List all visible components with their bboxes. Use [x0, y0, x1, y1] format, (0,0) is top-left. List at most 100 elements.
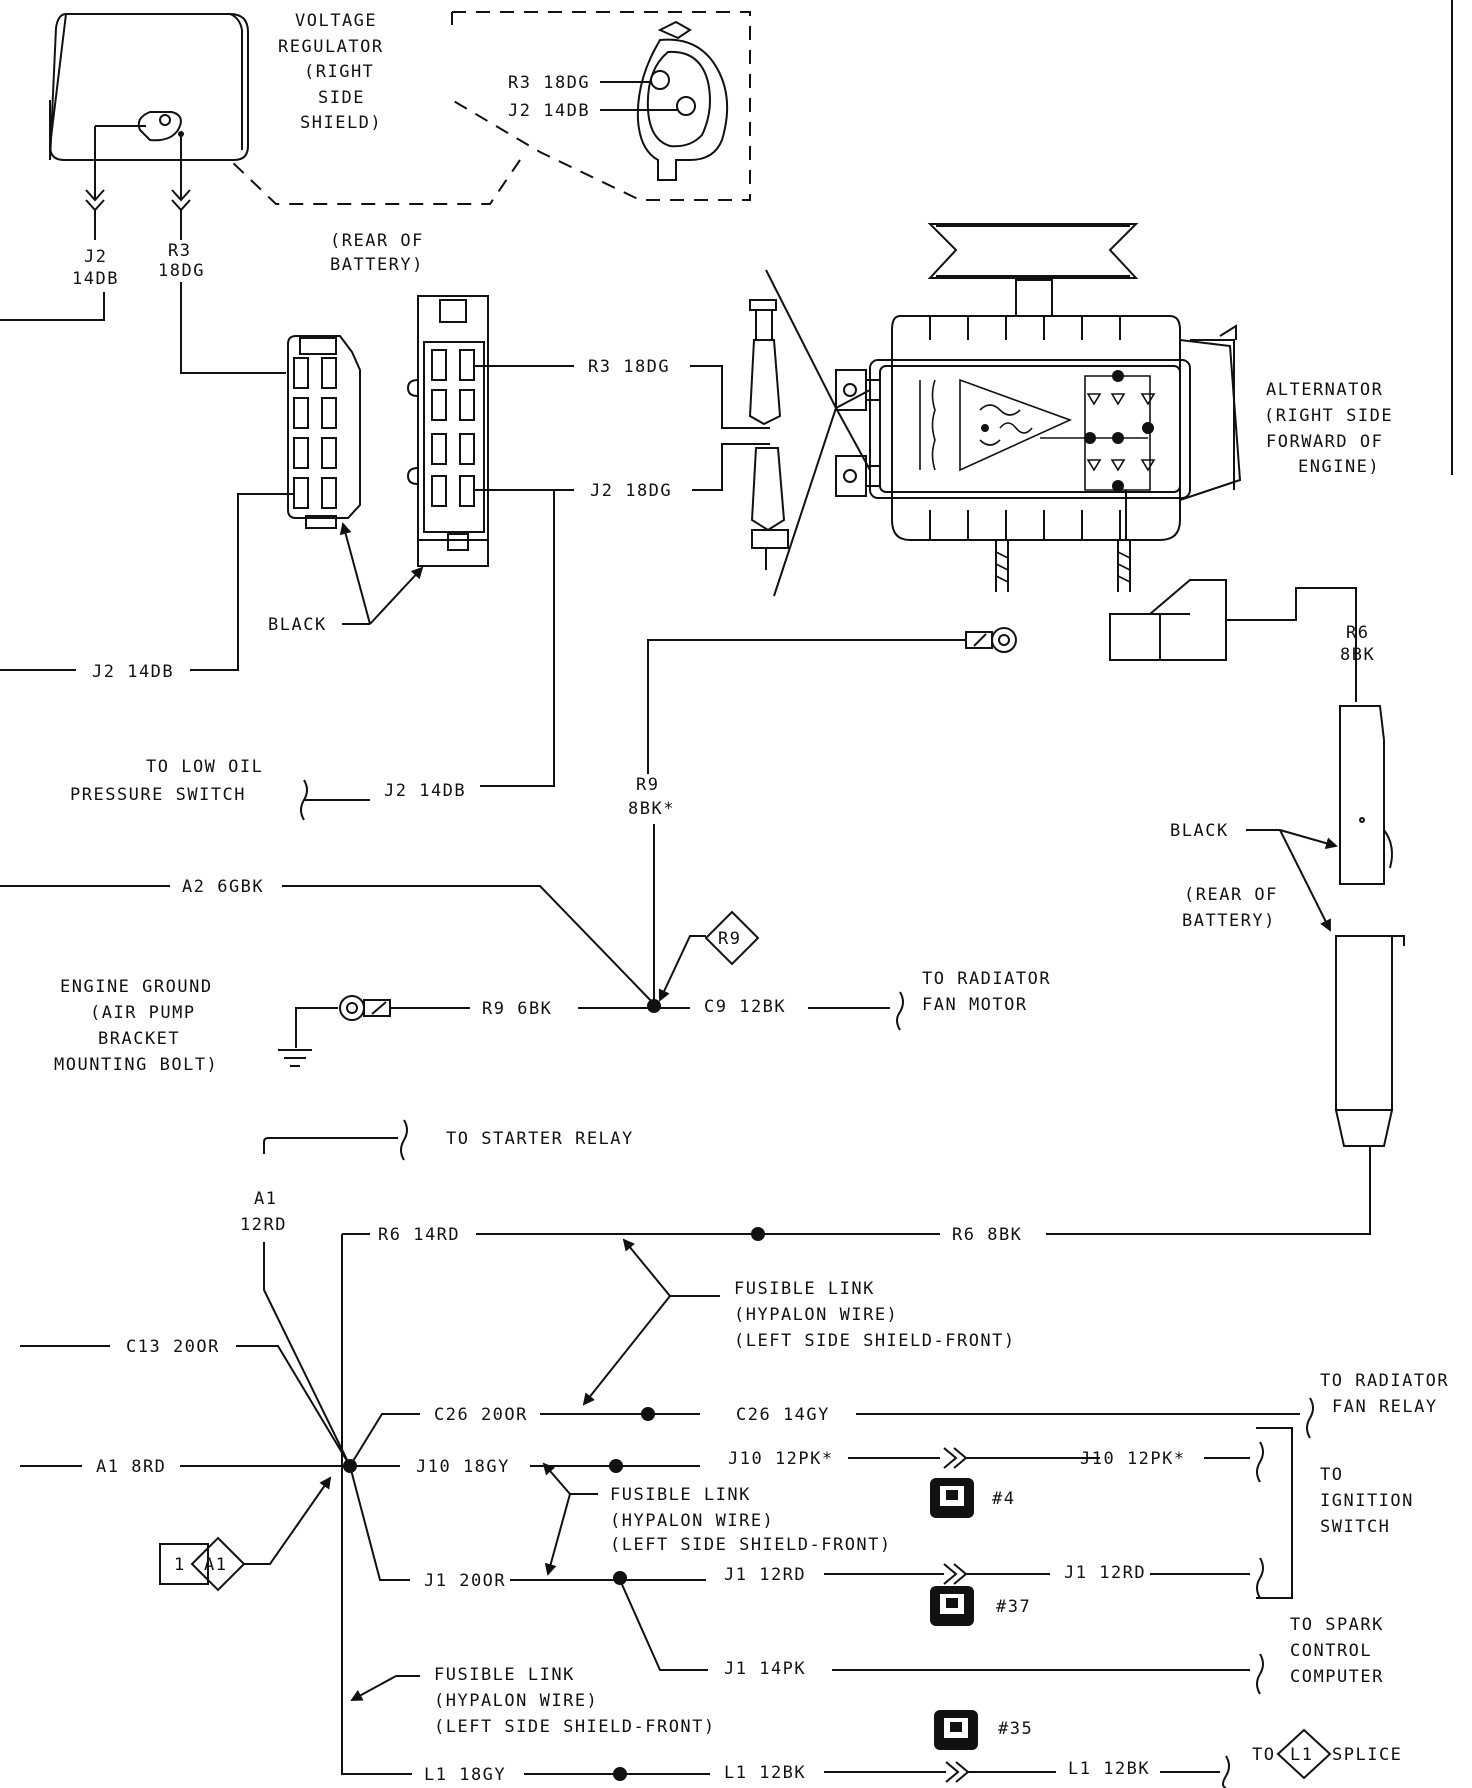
alternator-label-2: (RIGHT SIDE [1264, 406, 1393, 426]
to-radiator-fan-motor-1: TO RADIATOR [922, 969, 1051, 989]
vr-inset-connector [636, 20, 729, 181]
fusible-link-2-line-3: (LEFT SIDE SHIELD-FRONT) [610, 1535, 892, 1555]
rear-of-battery-right-2: BATTERY) [1182, 911, 1276, 931]
vr-label-1: VOLTAGE [295, 11, 377, 31]
to-low-oil-1: TO LOW OIL [146, 757, 263, 777]
rear-of-battery-top-1: (REAR OF [330, 231, 424, 251]
c26-20or-label: C26 20OR [434, 1405, 528, 1425]
engine-ground-3: BRACKET [98, 1029, 180, 1049]
vr-label-2: REGULATOR [278, 37, 384, 57]
to-spark-2: CONTROL [1290, 1641, 1372, 1661]
vr-j2-gauge: 14DB [72, 269, 119, 289]
fusible-link-1-line-3: (LEFT SIDE SHIELD-FRONT) [734, 1331, 1016, 1351]
engine-ground-2: (AIR PUMP [90, 1003, 196, 1023]
r9-gauge: 8BK* [628, 799, 675, 819]
black-right-label: BLACK [1170, 821, 1229, 841]
black-top-label: BLACK [268, 615, 327, 635]
a1-diamond-label: A1 [204, 1555, 227, 1575]
a1-gauge: 12RD [240, 1215, 287, 1235]
l1-12bk-2-label: L1 12BK [1068, 1759, 1150, 1779]
fusible-link-1-line-2: (HYPALON WIRE) [734, 1305, 898, 1325]
a1-diamond [159, 1536, 246, 1592]
vr-r3-code: R3 [168, 241, 191, 261]
to-l1-word: SPLICE [1332, 1745, 1402, 1765]
j1-20or-label: J1 20OR [424, 1571, 506, 1591]
j1-14pk-label: J1 14PK [724, 1659, 806, 1679]
right-connector-block [406, 295, 489, 567]
engine-ground-4: MOUNTING BOLT) [54, 1055, 218, 1075]
r9-6bk-label: R9 6BK [482, 999, 552, 1019]
j10-18gy-label: J10 18GY [416, 1457, 510, 1477]
r6-code: R6 [1346, 623, 1369, 643]
to-ignition-3: SWITCH [1320, 1517, 1390, 1537]
ref-icon-4 [930, 1478, 974, 1518]
vr-r3-gauge: 18DG [158, 261, 205, 281]
fusible-link-2-line-1: FUSIBLE LINK [610, 1485, 751, 1505]
to-low-oil-2: PRESSURE SWITCH [70, 785, 246, 805]
rear-of-battery-top-2: BATTERY) [330, 255, 424, 275]
to-radiator-fan-relay-2: FAN RELAY [1332, 1397, 1438, 1417]
j2-14db-low-oil-label: J2 14DB [384, 781, 466, 801]
l1-diamond [1276, 1728, 1332, 1780]
l1-18gy-label: L1 18GY [424, 1765, 506, 1785]
alternator-label-1: ALTERNATOR [1266, 380, 1383, 400]
ref-35-label: #35 [998, 1719, 1033, 1739]
alternator [835, 223, 1242, 592]
ref-icon-37 [930, 1586, 974, 1626]
r6-8bk-label: R6 8BK [952, 1225, 1022, 1245]
vr-j2-code: J2 [84, 247, 107, 267]
j1-12rd-1-label: J1 12RD [724, 1565, 806, 1585]
ground-splice [647, 999, 661, 1013]
j10-12pk-1-label: J10 12PK* [728, 1449, 834, 1469]
to-starter-relay-label: TO STARTER RELAY [446, 1129, 634, 1149]
fusible-link-3-line-2: (HYPALON WIRE) [434, 1691, 598, 1711]
to-l1-to: TO [1252, 1745, 1275, 1765]
ref-4-label: #4 [992, 1489, 1015, 1509]
r6-gauge: 8BK [1340, 645, 1375, 665]
r9-code: R9 [636, 775, 659, 795]
ground-symbol [278, 995, 391, 1067]
vr-label-4: SIDE [318, 88, 365, 108]
fusible-link-2-line-2: (HYPALON WIRE) [610, 1511, 774, 1531]
conn-j2-label: J2 18DG [590, 481, 672, 501]
c13-label: C13 20OR [126, 1337, 220, 1357]
voltage-regulator [48, 13, 249, 161]
ref-icon-35 [934, 1710, 978, 1750]
inset-j2-label: J2 14DB [508, 101, 590, 121]
ref-37-label: #37 [996, 1597, 1031, 1617]
j10-12pk-2-label: J10 12PK* [1080, 1449, 1186, 1469]
alt-plugs [748, 269, 871, 597]
j2-14db-left-label: J2 14DB [92, 662, 174, 682]
c9-label: C9 12BK [704, 997, 786, 1017]
vr-label-5: SHIELD) [300, 113, 382, 133]
j1-12rd-2-label: J1 12RD [1064, 1563, 1146, 1583]
a1-code: A1 [254, 1189, 277, 1209]
ring-terminal-top [965, 627, 1017, 653]
alternator-label-3: FORWARD OF [1266, 432, 1383, 452]
r9-diamond-label: R9 [718, 929, 741, 949]
to-l1-code: L1 [1290, 1745, 1313, 1765]
to-radiator-fan-motor-2: FAN MOTOR [922, 995, 1028, 1015]
l1-12bk-1-label: L1 12BK [724, 1763, 806, 1783]
alternator-label-4: ENGINE) [1298, 457, 1380, 477]
to-spark-3: COMPUTER [1290, 1667, 1384, 1687]
fusible-link-3-line-3: (LEFT SIDE SHIELD-FRONT) [434, 1717, 716, 1737]
vr-label-3: (RIGHT [304, 62, 374, 82]
inset-r3-label: R3 18DG [508, 73, 590, 93]
to-ignition-2: IGNITION [1320, 1491, 1414, 1511]
to-spark-1: TO SPARK [1290, 1615, 1384, 1635]
to-ignition-1: TO [1320, 1465, 1343, 1485]
a1-8rd-label: A1 8RD [96, 1457, 166, 1477]
r9-diamond [704, 910, 760, 966]
r6-14rd-label: R6 14RD [378, 1225, 460, 1245]
rear-of-battery-right-1: (REAR OF [1184, 885, 1278, 905]
c26-14gy-label: C26 14GY [736, 1405, 830, 1425]
engine-ground-1: ENGINE GROUND [60, 977, 213, 997]
a1-diamond-num: 1 [174, 1555, 186, 1575]
fusible-link-1-line-1: FUSIBLE LINK [734, 1279, 875, 1299]
conn-r3-label: R3 18DG [588, 357, 670, 377]
fusible-link-3-line-1: FUSIBLE LINK [434, 1665, 575, 1685]
a2-label: A2 6GBK [182, 877, 264, 897]
battery-terminal-right [1335, 672, 1405, 1226]
